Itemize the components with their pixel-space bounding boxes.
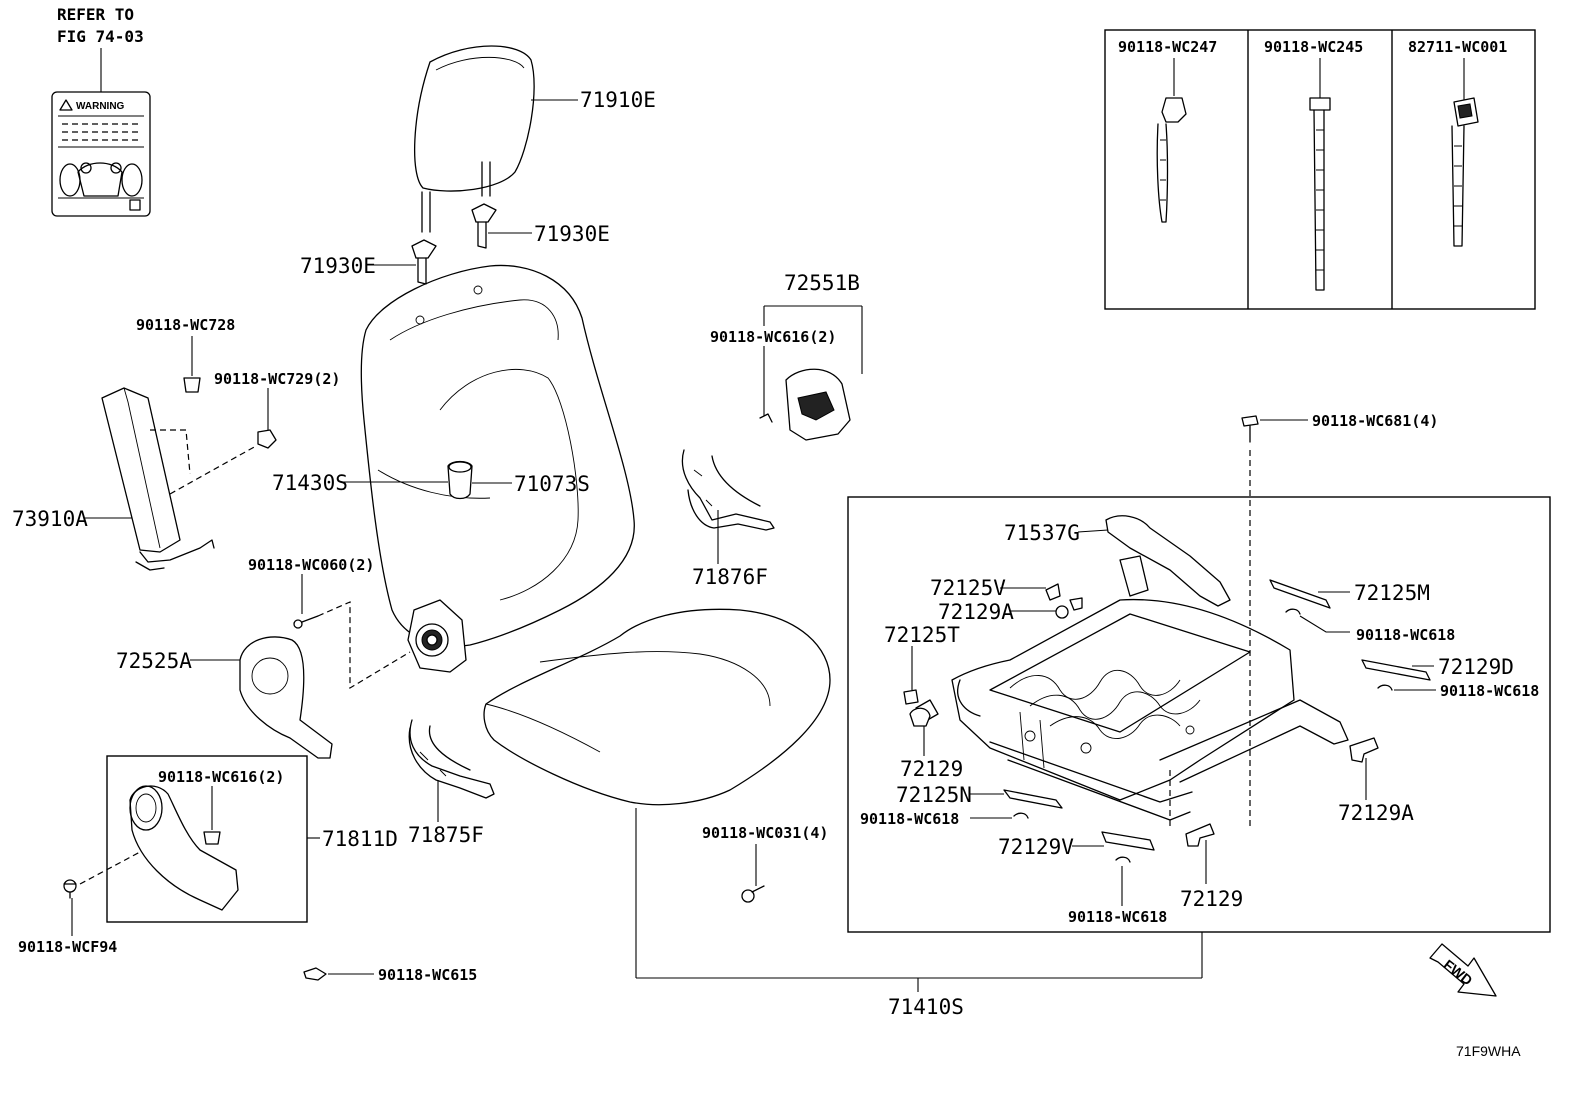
bracket-71876f <box>681 449 775 564</box>
part-label-90118-wc031: 90118-WC031(4) <box>702 824 828 842</box>
drawing-code: 71F9WHA <box>1456 1043 1521 1059</box>
cover-72125m <box>1269 579 1350 633</box>
part-label-90118-wc618-left: 90118-WC618 <box>860 810 959 828</box>
part-label-72125n: 72125N <box>896 783 972 807</box>
part-label-73910a: 73910A <box>12 507 88 531</box>
part-label-90118-wc618-right2: 90118-WC618 <box>1440 682 1539 700</box>
recliner-mechanism <box>407 599 467 673</box>
warning-label-illustration: WARNING <box>51 91 151 217</box>
part-label-90118-wc681: 90118-WC681(4) <box>1312 412 1438 430</box>
seat-back-illustration <box>360 264 635 647</box>
part-label-72129a-right: 72129A <box>1338 801 1414 825</box>
nut-wc729 <box>257 388 277 449</box>
seat-adjuster-group-box <box>847 496 1551 933</box>
bracket-71537g <box>1077 515 1231 607</box>
recliner-knob <box>190 636 333 759</box>
part-label-71876f: 71876F <box>692 565 768 589</box>
back-label-part <box>447 460 512 500</box>
part-label-72129a-top: 72129A <box>938 600 1014 624</box>
fwd-arrow-icon: FWD <box>1429 943 1497 997</box>
clip-wc615 <box>303 967 374 981</box>
reference-note: REFER TO FIG 74-03 <box>57 5 144 92</box>
part-label-71410s: 71410S <box>888 995 964 1019</box>
cover-72125n <box>970 789 1063 819</box>
part-label-90118-wc618-right1: 90118-WC618 <box>1356 626 1455 644</box>
cover-72125t <box>903 646 939 756</box>
part-label-72129-bottom: 72129 <box>1180 887 1243 911</box>
cap-72129-bottom <box>1185 823 1215 884</box>
part-label-72129v: 72129V <box>998 835 1074 859</box>
side-airbag-cover <box>84 387 257 571</box>
headrest-illustration <box>413 45 578 233</box>
part-label-72129d: 72129D <box>1438 655 1514 679</box>
part-label-71930e-left: 71930E <box>300 254 376 278</box>
headrest-guide-right <box>471 203 532 249</box>
part-label-72125v: 72125V <box>930 576 1006 600</box>
band-part-label-3: 82711-WC001 <box>1408 38 1507 56</box>
cover-72129d <box>1361 659 1436 691</box>
clip-wc728 <box>183 336 201 393</box>
cover-72125v <box>1000 583 1061 601</box>
cushion-frame-part <box>759 305 863 441</box>
cap-72129a-right <box>1349 737 1379 800</box>
part-label-90118-wc729: 90118-WC729(2) <box>214 370 340 388</box>
band-part-label-2: 90118-WC245 <box>1264 38 1363 56</box>
part-label-72129-left: 72129 <box>900 757 963 781</box>
part-label-71910e: 71910E <box>580 88 656 112</box>
reference-note-line-2: FIG 74-03 <box>57 27 144 46</box>
part-label-71430s: 71430S <box>272 471 348 495</box>
part-label-90118-wc728: 90118-WC728 <box>136 316 235 334</box>
reference-note-line-1: REFER TO <box>57 5 134 24</box>
part-label-90118-wcf94: 90118-WCF94 <box>18 938 117 956</box>
seat-assy-bracket <box>635 808 1203 992</box>
part-label-90118-wc615: 90118-WC615 <box>378 966 477 984</box>
part-label-72125m: 72125M <box>1354 581 1430 605</box>
cap-72129a-top <box>1010 597 1083 619</box>
part-label-71875f: 71875F <box>408 823 484 847</box>
part-label-90118-wc060: 90118-WC060(2) <box>248 556 374 574</box>
seat-cushion-illustration <box>483 608 831 806</box>
cover-72129v <box>1072 831 1155 906</box>
bolt-wc681 <box>1241 415 1308 828</box>
part-label-71811d: 71811D <box>322 827 398 851</box>
shield-group-box <box>79 755 320 923</box>
part-label-71073s: 71073S <box>514 472 590 496</box>
part-label-90118-wc616-lower: 90118-WC616(2) <box>158 768 284 786</box>
part-label-72125t: 72125T <box>884 623 960 647</box>
part-label-72551b: 72551B <box>784 271 860 295</box>
band-parts-box <box>1104 29 1536 310</box>
headrest-guide-left <box>374 239 437 285</box>
part-label-90118-wc616-upper: 90118-WC616(2) <box>710 328 836 346</box>
bracket-71875f <box>408 719 495 822</box>
part-label-90118-wc618-bottom: 90118-WC618 <box>1068 908 1167 926</box>
screw-wc060 <box>293 574 411 690</box>
band-part-label-1: 90118-WC247 <box>1118 38 1217 56</box>
part-label-72525a: 72525A <box>116 649 192 673</box>
screw-wc031 <box>741 844 765 903</box>
part-label-71930e-right: 71930E <box>534 222 610 246</box>
screw-wcf94 <box>63 879 77 936</box>
warning-label-text: WARNING <box>76 101 125 112</box>
part-label-71537g: 71537G <box>1004 521 1080 545</box>
seat-frame-illustration <box>951 555 1349 830</box>
